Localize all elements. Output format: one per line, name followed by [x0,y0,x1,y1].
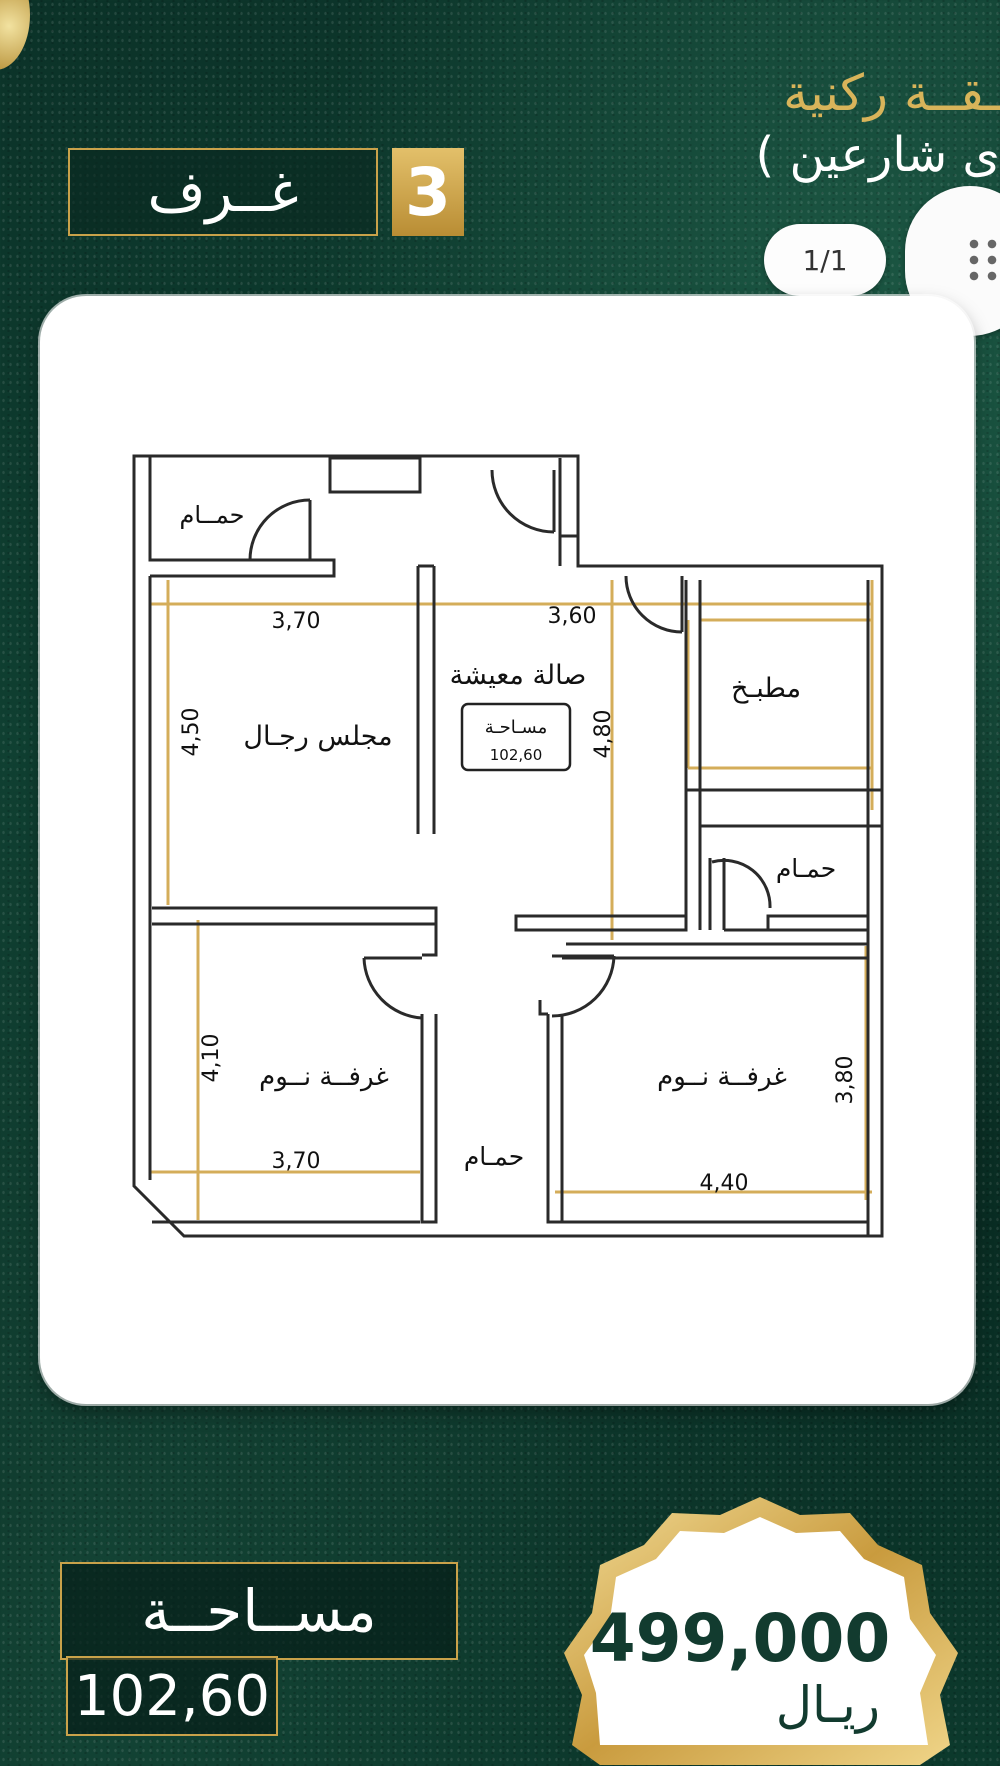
rooms-label: غــرف [147,159,299,225]
more-dots-icon [965,236,1000,282]
area-value: 102,60 [66,1656,278,1736]
floor-plan-card[interactable] [40,296,974,1404]
price-badge [564,1497,958,1765]
area-label-box: مســاحــة [60,1562,458,1660]
gold-decoration [0,0,30,70]
rooms-label-box: غــرف [68,148,378,236]
price-value: 499,000 [589,1600,891,1677]
title-line-2: ى شارعين ) [755,127,1000,183]
page-indicator[interactable]: 1/1 [764,224,886,296]
title-line-1: ـقــة ركنية [783,64,1000,122]
price-currency: ريـال [775,1676,880,1734]
listing-title: ـقــة ركنية ى شارعين ) [630,62,1000,186]
rooms-count: 3 [392,148,464,236]
